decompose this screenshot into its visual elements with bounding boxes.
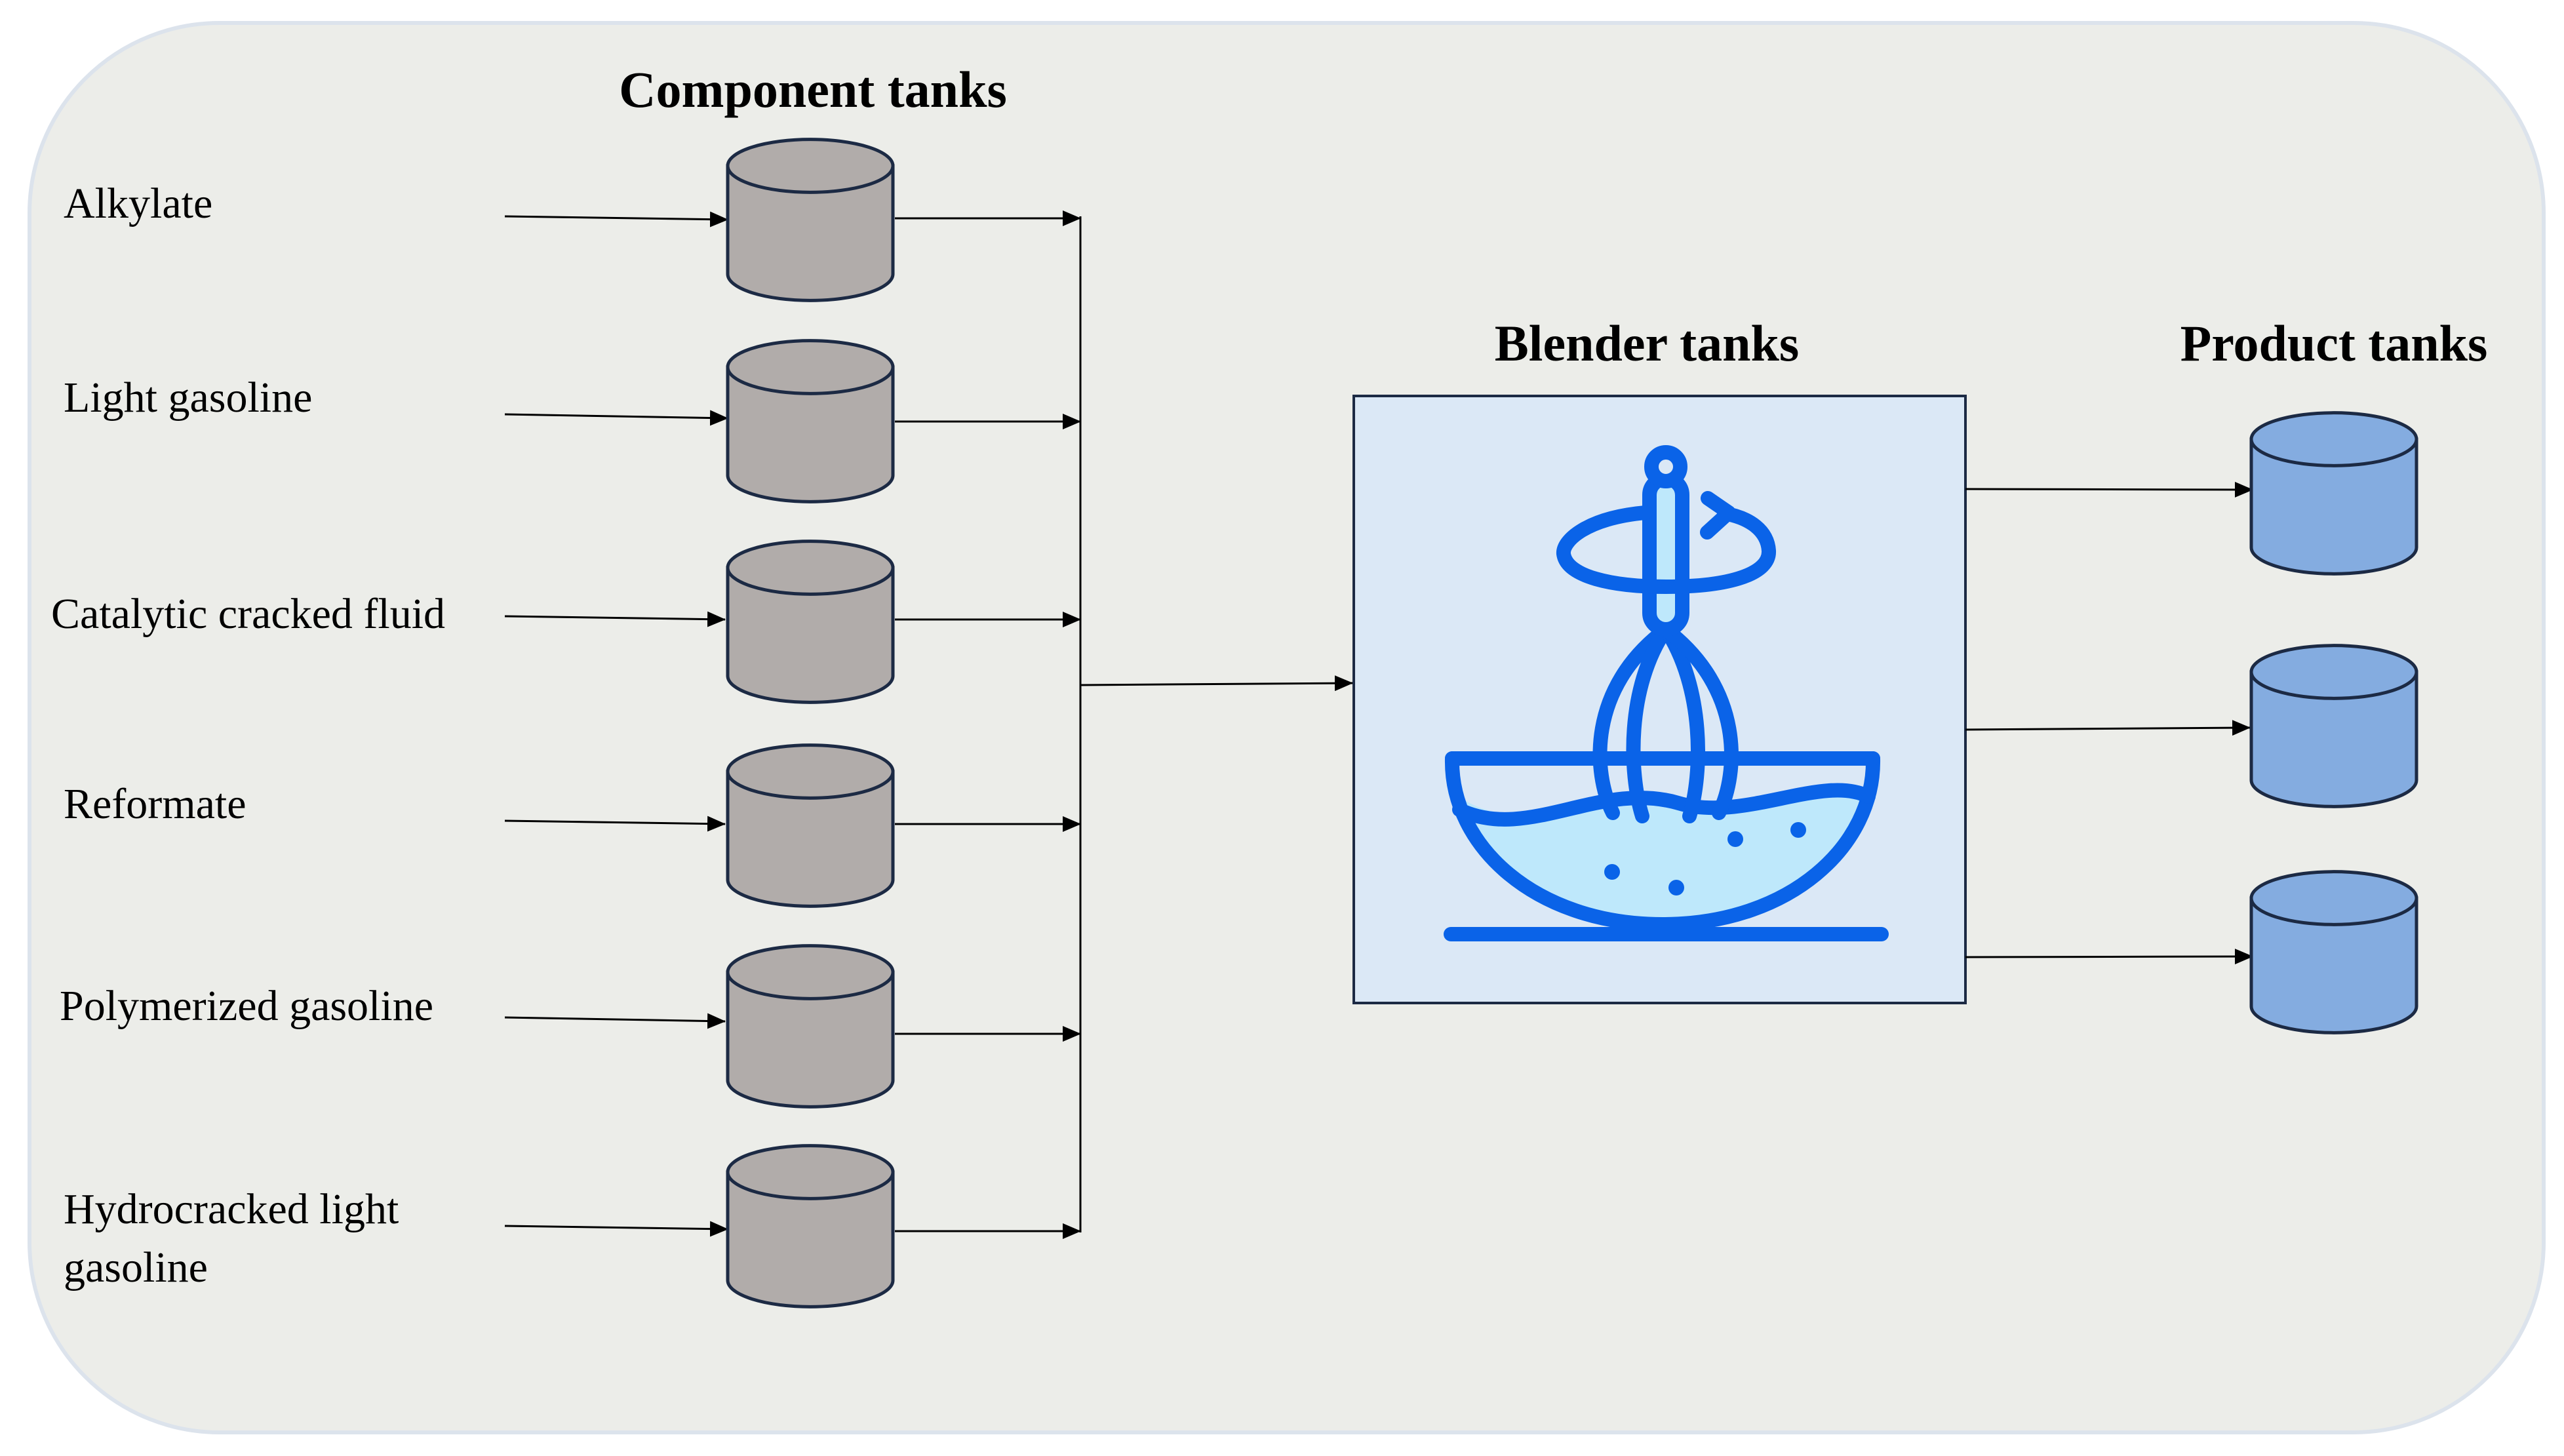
input-label: Polymerized gasoline: [60, 982, 433, 1030]
input-arrow: [504, 410, 728, 426]
bowl-outline: [1444, 751, 1881, 932]
input-label-line: Alkylate: [64, 180, 212, 227]
tank-lid: [726, 743, 895, 800]
tank-body: [726, 164, 895, 302]
rotation-arrowhead: [1700, 491, 1736, 540]
product-arrows: [1965, 481, 2253, 965]
input-label-line: Light gasoline: [64, 374, 312, 422]
input-label-line: Catalytic cracked fluid: [51, 590, 445, 638]
input-label-line: Reformate: [64, 780, 247, 828]
tank-lid: [726, 138, 895, 194]
bowl-liquid: [1464, 790, 1868, 924]
bubble-dot: [1790, 822, 1806, 838]
tank-body: [726, 365, 895, 503]
component-tank: [726, 743, 895, 908]
input-arrows: [504, 211, 728, 1237]
tank-lid: [2249, 644, 2418, 700]
input-label: Light gasoline: [64, 374, 312, 422]
background-panel: [28, 21, 2546, 1434]
input-arrow: [504, 1221, 728, 1237]
component-tank: [726, 339, 895, 503]
tank-lid: [2249, 870, 2418, 926]
input-arrow: [504, 211, 728, 227]
input-label: Catalytic cracked fluid: [51, 590, 445, 638]
input-label-line: gasoline: [64, 1244, 208, 1291]
component-tank: [726, 540, 895, 704]
collector-to-blender-arrow: [1080, 675, 1353, 692]
whisk-handle-ring: [1644, 445, 1687, 488]
whisk-wire: [1659, 622, 1739, 820]
product-tanks-heading: Product tanks: [2180, 315, 2488, 372]
input-label: Alkylate: [64, 180, 212, 227]
component-output-arrows: [895, 210, 1081, 1239]
whisk-wire: [1659, 622, 1705, 823]
input-label-line: Polymerized gasoline: [60, 982, 433, 1030]
tank-body: [2249, 437, 2418, 576]
input-labels: Alkylate Light gasoline Catalytic cracke…: [51, 180, 445, 1291]
input-label: gasoline: [64, 1244, 208, 1291]
tank-lid: [2249, 411, 2418, 467]
product-arrow: [1965, 720, 2251, 736]
whisk-handle: [1642, 471, 1689, 637]
product-arrow: [1965, 481, 2253, 498]
tank-lid: [726, 1144, 895, 1200]
bubble-dot: [1668, 880, 1684, 895]
whisk-wire: [1626, 622, 1673, 823]
bubble-dot: [1727, 831, 1743, 847]
component-tank: [726, 1144, 895, 1308]
tank-lid: [726, 944, 895, 1000]
tank-body: [726, 566, 895, 704]
blender-tanks-heading: Blender tanks: [1495, 315, 1800, 372]
tank-body: [2249, 670, 2418, 808]
input-label-line: Hydrocracked light: [64, 1185, 399, 1233]
product-arrow: [1965, 949, 2253, 965]
tank-lid: [726, 540, 895, 596]
component-tanks: [726, 138, 895, 1308]
tank-body: [2249, 896, 2418, 1034]
rotation-arrow: [1556, 505, 1776, 594]
component-tanks-heading: Component tanks: [619, 61, 1007, 118]
whisk-wire: [1592, 622, 1673, 820]
input-label: Hydrocracked light: [64, 1185, 399, 1233]
tank-body: [726, 970, 895, 1109]
whisk-bowl-icon: [1444, 445, 1889, 941]
input-arrow: [504, 611, 726, 627]
component-tank: [726, 944, 895, 1109]
input-arrow: [504, 816, 726, 832]
product-tanks: [2249, 411, 2418, 1034]
component-tank: [726, 138, 895, 302]
input-label: Reformate: [64, 780, 247, 828]
product-tank: [2249, 411, 2418, 576]
tank-body: [726, 1170, 895, 1308]
bubble-dot: [1604, 864, 1620, 880]
liquid-wave: [1452, 783, 1876, 827]
input-arrow: [504, 1013, 726, 1029]
product-tank: [2249, 870, 2418, 1034]
tank-lid: [726, 339, 895, 395]
product-tank: [2249, 644, 2418, 808]
tank-body: [726, 770, 895, 908]
